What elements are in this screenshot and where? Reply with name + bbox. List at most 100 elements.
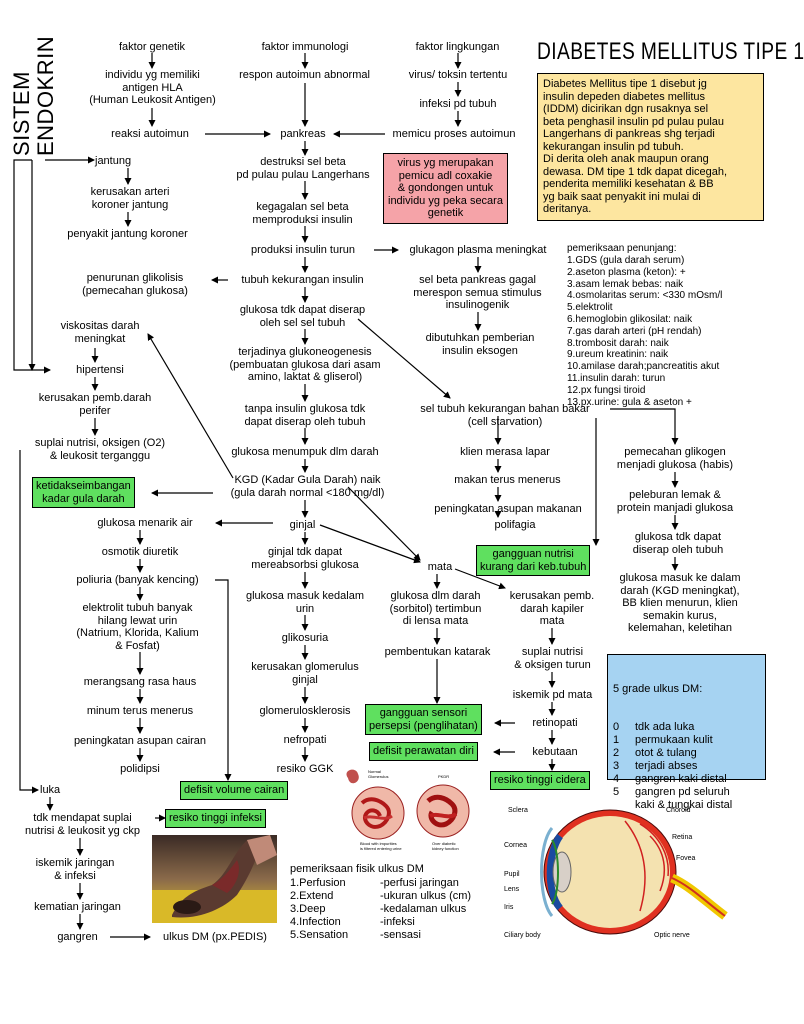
fisik-item: 4.Infection -infeksi <box>290 916 471 929</box>
node-suplai-nutrisi-o2: suplai nutrisi, oksigen (O2) & leukosit … <box>34 437 166 462</box>
fisik-item: 5.Sensation-sensasi <box>290 929 471 942</box>
node-haus: merangsang rasa haus <box>83 676 197 688</box>
fisik-desc: -perfusi jaringan <box>380 877 459 889</box>
node-produksi-insulin-turun: produksi insulin turun <box>251 244 355 256</box>
eye-label-choroid: Choroid <box>666 807 691 814</box>
node-kerusakan-glomerulus: kerusakan glomerulus ginjal <box>251 661 359 686</box>
node-kematian-jaringan: kematian jaringan <box>34 901 121 913</box>
grade-number: 0 <box>613 721 620 733</box>
node-tdk-suplai: tdk mendapat suplai nutrisi & leukosit y… <box>25 812 140 837</box>
node-iskemik-jaringan: iskemik jaringan & infeksi <box>35 857 115 882</box>
node-glukosa-menarik-air: glukosa menarik air <box>97 517 193 529</box>
eye-diagram: Sclera Cornea Pupil Lens Iris Ciliary bo… <box>500 806 740 944</box>
node-glikosuria: glikosuria <box>281 632 329 644</box>
grade-text: otot & tulang <box>635 747 697 759</box>
fisik-desc: -kedalaman ulkus <box>380 903 467 915</box>
node-sel-beta-gagal: sel beta pankreas gagal merespon semua s… <box>413 274 542 311</box>
fisik-item: 3.Deep-kedalaman ulkus <box>290 903 471 916</box>
node-dibutuhkan-insulin: dibutuhkan pemberian insulin eksogen <box>425 332 535 357</box>
grade-text: permukaan kulit <box>635 734 713 746</box>
eye-label-iris: Iris <box>504 904 514 911</box>
fisik-desc: -infeksi <box>380 916 415 928</box>
node-kebutaan: kebutaan <box>532 746 578 758</box>
grade-item: 1 permukaan kulit <box>613 734 760 747</box>
node-polifagia: polifagia <box>494 519 536 531</box>
fisik-term: 4.Infection <box>290 916 341 928</box>
node-penurunan-glikolisis: penurunan glikolisis (pemecahan glukosa) <box>82 272 188 297</box>
node-tanpa-insulin: tanpa insulin glukosa tdk dapat diserap … <box>244 403 366 428</box>
node-ginjal-tdk-absorbsi: ginjal tdk dapat mereabsorbsi glukosa <box>251 546 359 571</box>
eye-label-pupil: Pupil <box>504 871 520 878</box>
node-osmotik-diuretik: osmotik diuretik <box>101 546 179 558</box>
node-nefropati: nefropati <box>283 734 327 746</box>
node-penyakit-jantung: penyakit jantung koroner <box>67 228 188 240</box>
grade-item: 5 gangren pd seluruh kaki & tungkai dista… <box>613 786 760 812</box>
node-glomerulosklerosis: glomerulosklerosis <box>259 705 351 717</box>
virus-box: virus yg merupakan pemicu adl coxakie & … <box>383 153 508 224</box>
arrow <box>19 450 39 794</box>
node-luka: luka <box>40 784 61 796</box>
grade-number: 5 <box>613 786 620 798</box>
node-peningkatan-asupan-cairan: peningkatan asupan cairan <box>73 735 207 747</box>
dx-ketidakseimbangan: ketidakseimbangan kadar gula darah <box>32 477 135 508</box>
fisik-item: 2.Extend-ukuran ulkus (cm) <box>290 890 471 903</box>
kidney-illustration: Normal Glomerulus PKDR Blood with impuri… <box>340 768 480 858</box>
penunjang-item: 6.hemoglobin glikosilat: naik <box>567 313 693 325</box>
node-retinopati: retinopati <box>532 717 578 729</box>
page-title: DIABETES MELLITUS TIPE 1 <box>537 38 804 65</box>
node-jantung: jantung <box>95 155 132 167</box>
node-pankreas: pankreas <box>280 128 326 140</box>
eye-label-cornea: Cornea <box>504 842 527 849</box>
eye-label-optic-nerve: Optic nerve <box>654 932 690 939</box>
kidney-normal-label: Normal Glomerulus <box>368 769 389 779</box>
arrow <box>319 524 421 564</box>
eye-label-fovea: Fovea <box>676 855 696 862</box>
flow-arrows <box>13 53 679 941</box>
dx-defisit-volume: defisit volume cairan <box>180 781 289 800</box>
node-hipertensi: hipertensi <box>76 364 124 376</box>
grade-number: 1 <box>613 734 620 746</box>
node-glukosa-masuk-darah: glukosa masuk ke dalam darah (KGD mening… <box>619 572 741 634</box>
grade-number: 4 <box>613 773 620 785</box>
penunjang-item: 9.ureum kreatinin: naik <box>567 349 669 361</box>
grade-text: terjadi abses <box>635 760 698 772</box>
fisik-item: 1.Perfusion -perfusi jaringan <box>290 877 471 890</box>
grade-item: 4 gangren kaki distal <box>613 773 760 786</box>
grade-text: gangren kaki distal <box>635 773 727 785</box>
node-glukoneogenesis: terjadinya glukoneogenesis (pembuatan gl… <box>229 346 381 383</box>
node-faktor-lingkungan: faktor lingkungan <box>415 41 500 53</box>
dx-defisit-perawatan: defisit perawatan diri <box>369 742 478 761</box>
grade-item: 0 tdk ada luka <box>613 721 760 734</box>
penunjang-item: 13.px.urine: gula & aseton + <box>567 396 692 408</box>
node-individu-hla: individu yg memiliki antigen HLA (Human … <box>89 69 216 106</box>
grade-text: gangren pd seluruh kaki & tungkai distal <box>635 786 733 811</box>
dx-gangguan-sensori: gangguan sensori persepsi (penglihatan) <box>365 704 482 735</box>
node-mata: mata <box>427 561 453 573</box>
penunjang-item: 8.trombosit darah: naik <box>567 337 669 349</box>
node-glukosa-masuk-urin: glukosa masuk kedalam urin <box>245 590 364 615</box>
arrow <box>610 408 679 445</box>
penunjang-item: 12.px fungsi tiroid <box>567 384 646 396</box>
node-elektrolit: elektrolit tubuh banyak hilang lewat uri… <box>76 602 199 652</box>
node-peleburan-lemak: peleburan lemak & protein manjadi glukos… <box>616 489 734 514</box>
grade-text: tdk ada luka <box>635 721 695 733</box>
penunjang-item: 1.GDS (gula darah serum) <box>567 255 685 266</box>
node-glukosa-menumpuk: glukosa menumpuk dlm darah <box>231 446 379 458</box>
node-iskemik-mata: iskemik pd mata <box>512 689 593 701</box>
node-katarak: pembentukan katarak <box>384 646 491 658</box>
node-sorbitol: glukosa dlm darah (sorbitol) tertimbun d… <box>389 590 482 627</box>
node-virus-toksin: virus/ toksin tertentu <box>408 69 508 81</box>
penunjang-title: pemeriksaan penunjang: <box>567 243 677 254</box>
penunjang-item: 10.amilase darah;pancreatitis akut <box>567 361 720 373</box>
fisik-term: 1.Perfusion <box>290 877 346 889</box>
node-reaksi-autoimun: reaksi autoimun <box>111 128 189 140</box>
kidney-caption-1: Blood with impurities is filtered enteri… <box>360 841 402 851</box>
node-kerusakan-kapiler: kerusakan pemb. darah kapiler mata <box>509 590 595 627</box>
fisik-desc: -ukuran ulkus (cm) <box>380 890 472 902</box>
node-glukosa-tdk-diserap: glukosa tdk dapat diserap oleh sel sel t… <box>239 304 366 329</box>
eye-label-lens: Lens <box>504 886 520 893</box>
